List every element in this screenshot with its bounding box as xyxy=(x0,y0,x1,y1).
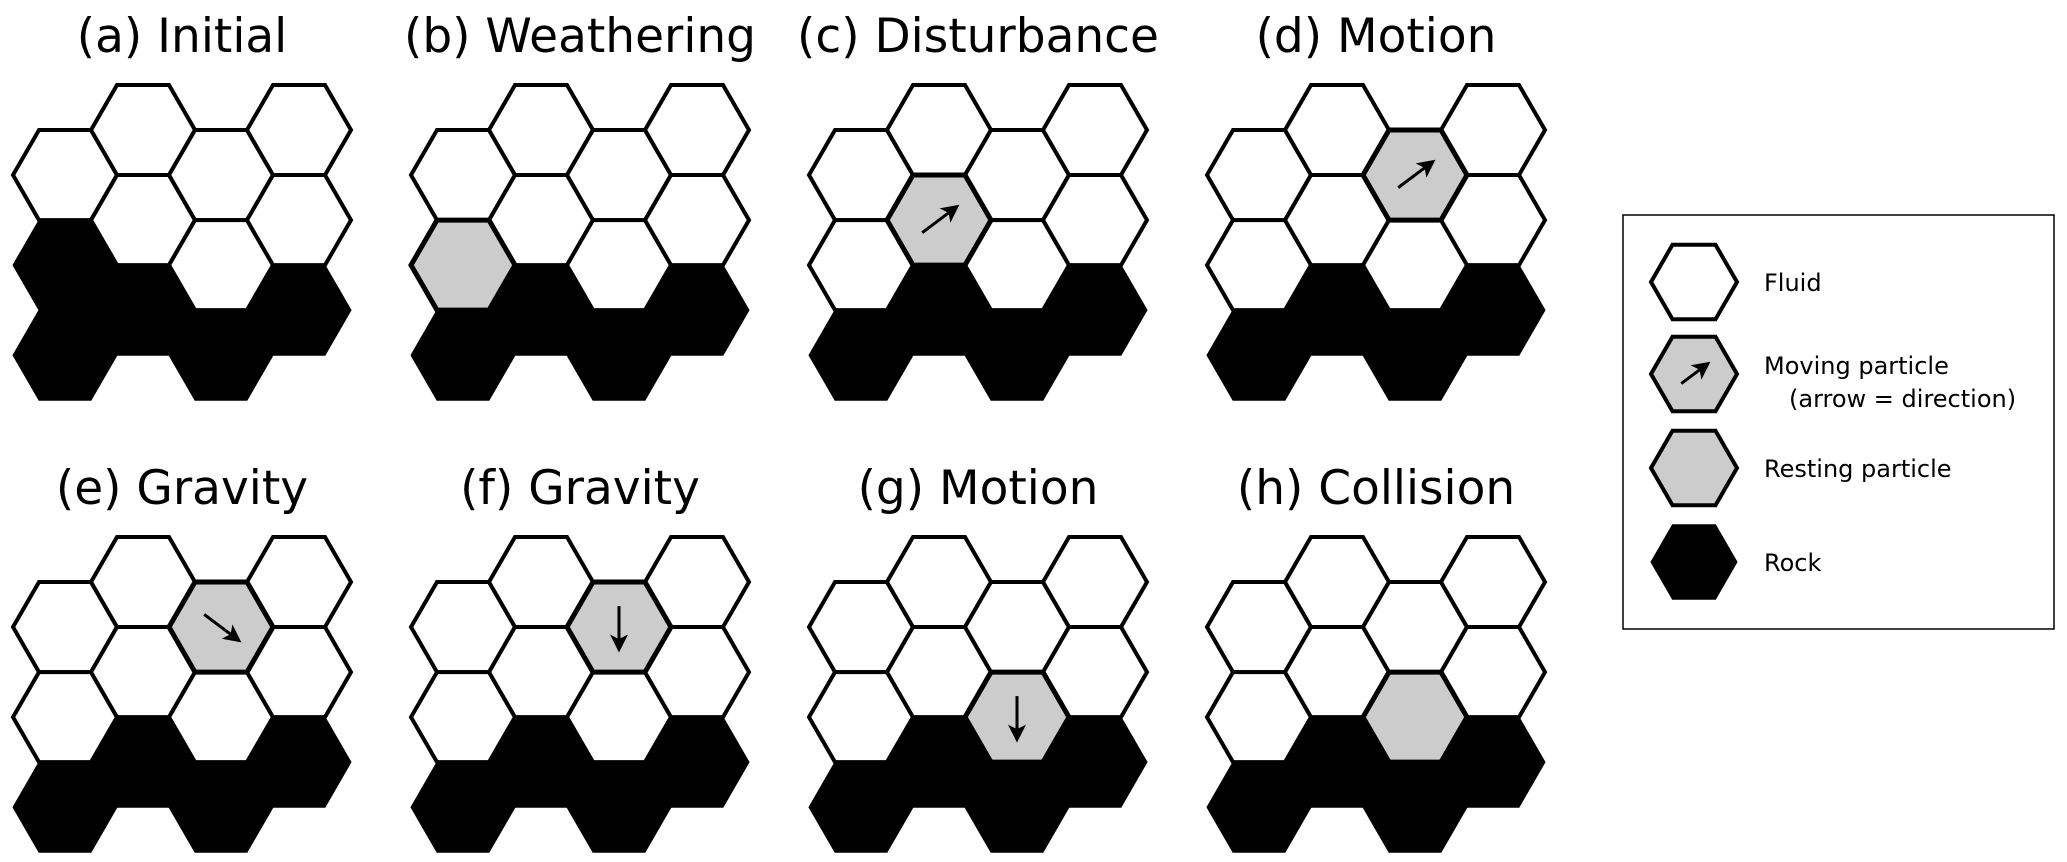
legend-item-moving-particle: Moving particle (arrow = direction) xyxy=(1648,334,2016,414)
panel-d: (d) Motion xyxy=(1204,9,1548,401)
resting-particle-swatch-icon xyxy=(1648,428,1740,508)
rock-swatch-icon xyxy=(1650,524,1738,600)
panels: (a) Initial (b) Weathering (c) Disturbance… xyxy=(10,9,1548,853)
panel-title: (b) Weathering xyxy=(404,9,756,64)
legend-item-fluid: Fluid xyxy=(1648,242,1822,322)
panel-f: (f) Gravity xyxy=(408,461,752,853)
fluid-cell xyxy=(642,173,752,268)
legend-label: Resting particle xyxy=(1764,455,1952,483)
fluid-cell xyxy=(244,173,354,268)
panel-title: (a) Initial xyxy=(77,9,287,64)
panel-title: (e) Gravity xyxy=(56,461,308,516)
legend-label: Fluid xyxy=(1764,269,1822,297)
panel-e: (e) Gravity xyxy=(10,461,354,853)
legend-sublabel: (arrow = direction) xyxy=(1789,385,2016,413)
legend-item-resting-particle: Resting particle xyxy=(1648,428,1952,508)
panel-b: (b) Weathering xyxy=(404,9,756,401)
direction-arrow-icon xyxy=(1680,361,1711,385)
direction-arrow-icon xyxy=(1397,159,1436,189)
panel-title: (d) Motion xyxy=(1256,9,1497,64)
panel-title: (h) Collision xyxy=(1237,461,1515,516)
panel-title: (c) Disturbance xyxy=(797,9,1159,64)
panel-title: (f) Gravity xyxy=(460,461,700,516)
legend-label: Moving particle xyxy=(1764,352,1949,380)
panel-title: (g) Motion xyxy=(858,461,1099,516)
fluid-cell xyxy=(1040,173,1150,268)
fluid-swatch-icon xyxy=(1648,242,1740,322)
direction-arrow-icon xyxy=(203,613,242,643)
panel-h: (h) Collision xyxy=(1204,461,1548,853)
legend-label: Rock xyxy=(1764,549,1821,577)
panel-a: (a) Initial xyxy=(10,9,354,401)
panel-c: (c) Disturbance xyxy=(797,9,1159,401)
panel-g: (g) Motion xyxy=(806,461,1150,853)
resting-particle-cell xyxy=(1360,669,1470,765)
resting-particle-cell xyxy=(408,217,518,313)
legend-item-rock: Rock xyxy=(1650,524,1821,600)
direction-arrow-icon xyxy=(921,204,960,234)
